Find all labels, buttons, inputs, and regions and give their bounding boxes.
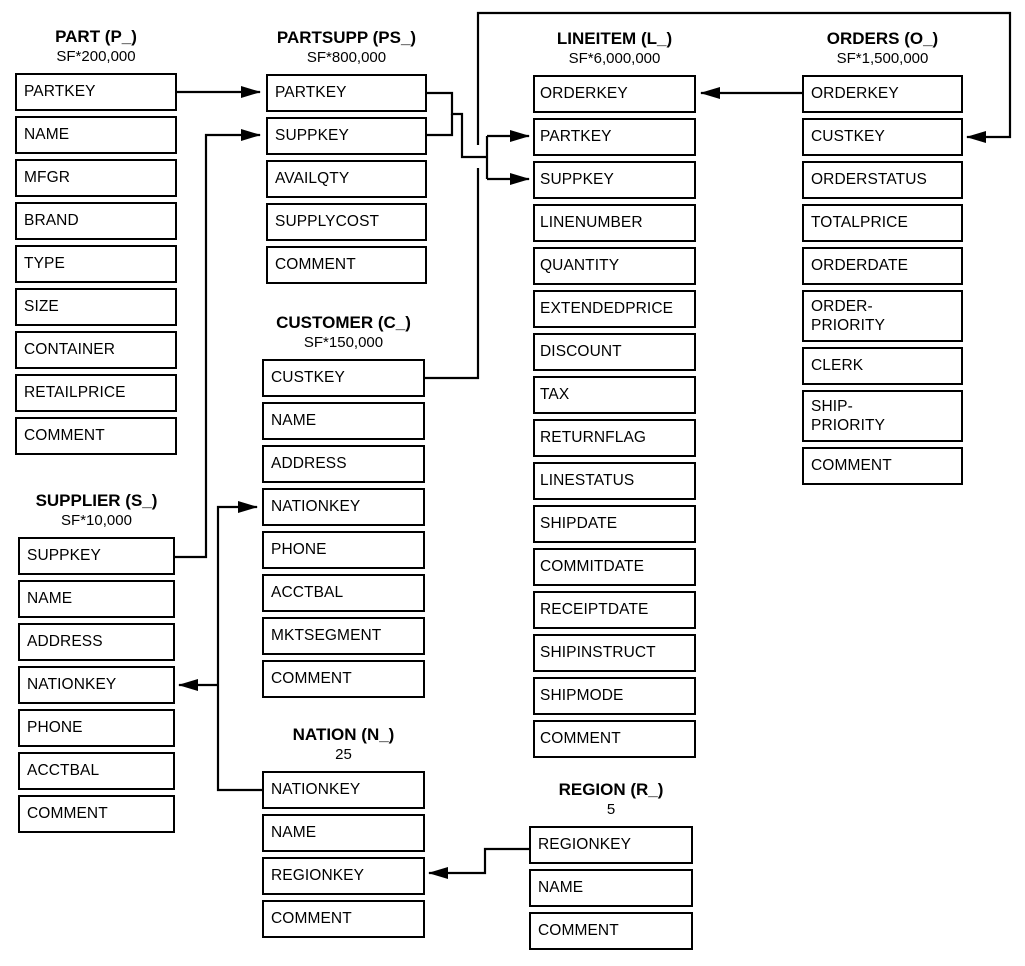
table-orders-cardinality: SF*1,500,000 (836, 50, 929, 67)
arrow-supplier-suppkey-to-partsupp-suppkey (175, 129, 261, 559)
table-nation: NATION (N_) 25 NATIONKEY NAME REGIONKEY COM… (262, 725, 425, 943)
row-part-comment: COMMENT (15, 417, 177, 455)
row-customer-phone: PHONE (262, 531, 425, 569)
row-supplier-suppkey: SUPPKEY (18, 537, 175, 575)
row-partsupp-partkey: PARTKEY (266, 74, 427, 112)
row-region-comment: COMMENT (529, 912, 693, 950)
connector-partsupp-partkey-stub (427, 91, 487, 159)
row-customer-nationkey: NATIONKEY (262, 488, 425, 526)
row-supplier-comment: COMMENT (18, 795, 175, 833)
row-orders-orderstatus: ORDERSTATUS (802, 161, 963, 199)
arrow-region-regionkey-to-nation-regionkey (428, 847, 529, 879)
row-lineitem-comment: COMMENT (533, 720, 696, 758)
row-partsupp-suppkey: SUPPKEY (266, 117, 427, 155)
row-customer-acctbal: ACCTBAL (262, 574, 425, 612)
table-supplier-rows: SUPPKEY NAME ADDRESS NATIONKEY PHONE ACCTBAL C… (18, 537, 175, 833)
row-partsupp-availqty: AVAILQTY (266, 160, 427, 198)
row-nation-nationkey: NATIONKEY (262, 771, 425, 809)
table-customer-rows: CUSTKEY NAME ADDRESS NATIONKEY PHONE ACCTBAL M… (262, 359, 425, 698)
table-supplier-title: SUPPLIER (S_) (35, 491, 158, 510)
row-orders-orderkey: ORDERKEY (802, 75, 963, 113)
table-orders: ORDERS (O_) SF*1,500,000 ORDERKEY CUSTKEY… (802, 29, 963, 490)
table-lineitem-title: LINEITEM (L_) (556, 29, 673, 48)
row-orders-ship-priority: SHIP- PRIORITY (802, 390, 963, 442)
row-lineitem-quantity: QUANTITY (533, 247, 696, 285)
table-region-rows: REGIONKEY NAME COMMENT (529, 826, 693, 950)
table-nation-title: NATION (N_) (292, 725, 395, 744)
table-partsupp-cardinality: SF*800,000 (306, 49, 387, 66)
row-orders-totalprice: TOTALPRICE (802, 204, 963, 242)
table-supplier-cardinality: SF*10,000 (61, 512, 132, 529)
table-orders-title: ORDERS (O_) (826, 29, 939, 48)
row-supplier-nationkey: NATIONKEY (18, 666, 175, 704)
table-nation-cardinality: 25 (335, 746, 352, 763)
row-lineitem-linestatus: LINESTATUS (533, 462, 696, 500)
table-region: REGION (R_) 5 REGIONKEY NAME COMMENT (529, 780, 693, 955)
row-part-size: SIZE (15, 288, 177, 326)
row-part-mfgr: MFGR (15, 159, 177, 197)
row-lineitem-receiptdate: RECEIPTDATE (533, 591, 696, 629)
row-partsupp-supplycost: SUPPLYCOST (266, 203, 427, 241)
row-lineitem-tax: TAX (533, 376, 696, 414)
row-orders-orderdate: ORDERDATE (802, 247, 963, 285)
table-part-title: PART (P_) (55, 27, 137, 46)
row-lineitem-suppkey: SUPPKEY (533, 161, 696, 199)
table-partsupp-title: PARTSUPP (PS_) (276, 28, 417, 47)
table-part-cardinality: SF*200,000 (56, 48, 136, 65)
row-supplier-phone: PHONE (18, 709, 175, 747)
row-region-regionkey: REGIONKEY (529, 826, 693, 864)
table-region-title: REGION (R_) (558, 780, 664, 799)
row-lineitem-discount: DISCOUNT (533, 333, 696, 371)
row-supplier-name: NAME (18, 580, 175, 618)
row-customer-address: ADDRESS (262, 445, 425, 483)
row-lineitem-shipdate: SHIPDATE (533, 505, 696, 543)
row-nation-comment: COMMENT (262, 900, 425, 938)
table-supplier: SUPPLIER (S_) SF*10,000 SUPPKEY NAME ADDRE… (18, 491, 175, 838)
row-region-name: NAME (529, 869, 693, 907)
table-lineitem-rows: ORDERKEY PARTKEY SUPPKEY LINENUMBER QUANTITY… (533, 75, 696, 758)
row-lineitem-orderkey: ORDERKEY (533, 75, 696, 113)
row-customer-name: NAME (262, 402, 425, 440)
row-nation-name: NAME (262, 814, 425, 852)
row-lineitem-shipinstruct: SHIPINSTRUCT (533, 634, 696, 672)
row-lineitem-shipmode: SHIPMODE (533, 677, 696, 715)
row-nation-regionkey: REGIONKEY (262, 857, 425, 895)
connector-partsupp-suppkey-stub (427, 114, 454, 137)
row-supplier-acctbal: ACCTBAL (18, 752, 175, 790)
table-partsupp-rows: PARTKEY SUPPKEY AVAILQTY SUPPLYCOST COMMENT (266, 74, 427, 284)
row-lineitem-extendedprice: EXTENDEDPRICE (533, 290, 696, 328)
table-part: PART (P_) SF*200,000 PARTKEY NAME MFGR BRAN… (15, 27, 177, 460)
row-part-partkey: PARTKEY (15, 73, 177, 111)
row-lineitem-partkey: PARTKEY (533, 118, 696, 156)
arrow-nation-nationkey-to-customer-nationkey (216, 501, 262, 792)
row-customer-comment: COMMENT (262, 660, 425, 698)
table-region-cardinality: 5 (606, 801, 616, 818)
row-customer-mktsegment: MKTSEGMENT (262, 617, 425, 655)
table-customer-cardinality: SF*150,000 (303, 334, 384, 351)
row-lineitem-linenumber: LINENUMBER (533, 204, 696, 242)
row-partsupp-comment: COMMENT (266, 246, 427, 284)
table-customer: CUSTOMER (C_) SF*150,000 CUSTKEY NAME ADDR… (262, 313, 425, 703)
row-orders-custkey: CUSTKEY (802, 118, 963, 156)
table-partsupp: PARTSUPP (PS_) SF*800,000 PARTKEY SUPPKEY… (266, 28, 427, 289)
row-lineitem-commitdate: COMMITDATE (533, 548, 696, 586)
row-part-type: TYPE (15, 245, 177, 283)
table-part-rows: PARTKEY NAME MFGR BRAND TYPE SIZE CONTAINER RET… (15, 73, 177, 455)
row-part-name: NAME (15, 116, 177, 154)
row-part-container: CONTAINER (15, 331, 177, 369)
table-customer-title: CUSTOMER (C_) (276, 313, 411, 332)
table-lineitem: LINEITEM (L_) SF*6,000,000 ORDERKEY PARTK… (533, 29, 696, 763)
row-orders-comment: COMMENT (802, 447, 963, 485)
row-supplier-address: ADDRESS (18, 623, 175, 661)
row-orders-order-priority: ORDER- PRIORITY (802, 290, 963, 342)
row-orders-clerk: CLERK (802, 347, 963, 385)
row-customer-custkey: CUSTKEY (262, 359, 425, 397)
row-part-retailprice: RETAILPRICE (15, 374, 177, 412)
row-part-brand: BRAND (15, 202, 177, 240)
connector-customer-custkey-up (425, 168, 480, 380)
table-orders-rows: ORDERKEY CUSTKEY ORDERSTATUS TOTALPRICE ORDE… (802, 75, 963, 485)
table-lineitem-cardinality: SF*6,000,000 (568, 50, 661, 67)
row-lineitem-returnflag: RETURNFLAG (533, 419, 696, 457)
table-nation-rows: NATIONKEY NAME REGIONKEY COMMENT (262, 771, 425, 938)
